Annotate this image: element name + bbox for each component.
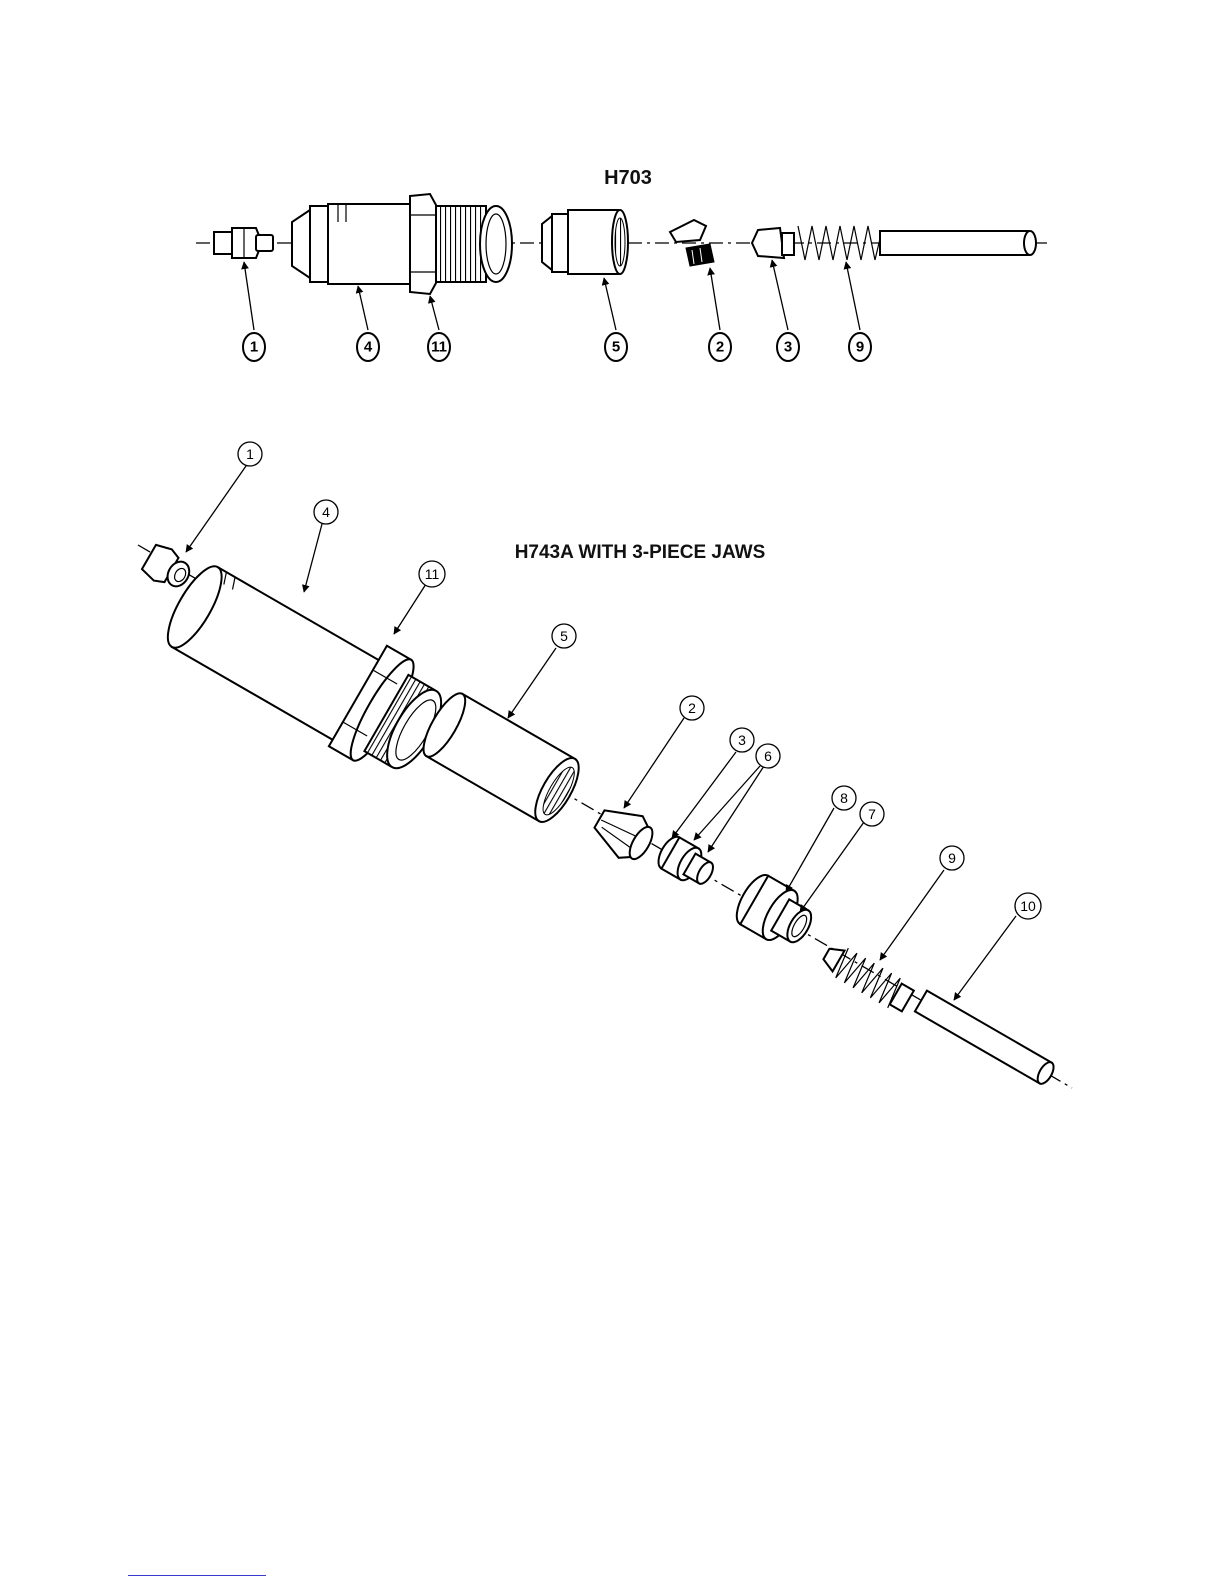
part-2-jaws (587, 798, 659, 868)
callout-3: 3 (777, 333, 799, 361)
callout-7: 7 (860, 802, 884, 826)
part-4-thread (436, 206, 512, 282)
svg-text:3: 3 (738, 732, 746, 748)
part-3-pusher (654, 833, 720, 892)
callout-1: 1 (238, 442, 262, 466)
callout-10: 10 (1015, 893, 1041, 919)
part-5-sleeve (416, 688, 587, 828)
callout-6: 6 (756, 744, 780, 768)
callout-3: 3 (730, 728, 754, 752)
svg-text:1: 1 (250, 339, 258, 356)
part-8-collar (730, 870, 821, 955)
callout-4: 4 (357, 333, 379, 361)
svg-text:11: 11 (425, 566, 440, 582)
svg-text:4: 4 (322, 504, 330, 520)
callout-8: 8 (832, 786, 856, 810)
svg-text:10: 10 (1020, 898, 1036, 914)
svg-text:5: 5 (560, 628, 568, 644)
svg-text:1: 1 (246, 446, 254, 462)
svg-text:6: 6 (764, 748, 772, 764)
svg-text:11: 11 (431, 339, 447, 356)
callout-1: 1 (243, 333, 265, 361)
part-9-spring (818, 940, 915, 1015)
callout-5: 5 (605, 333, 627, 361)
part-4-housing (292, 204, 410, 284)
figure-title-h703: H703 (604, 167, 652, 189)
callout-4: 4 (314, 500, 338, 524)
part-10-rod (915, 991, 1057, 1087)
callout-9: 9 (849, 333, 871, 361)
svg-text:5: 5 (612, 339, 620, 356)
callout-2: 2 (680, 696, 704, 720)
callout-9: 9 (940, 846, 964, 870)
svg-text:9: 9 (948, 850, 956, 866)
figure-h703: H703 (196, 167, 1052, 361)
figure-h743a: H743A WITH 3-PIECE JAWS (138, 442, 1072, 1088)
part-rod (880, 231, 1036, 255)
part-5-sleeve (542, 210, 628, 274)
callout-5: 5 (552, 624, 576, 648)
svg-text:7: 7 (868, 806, 876, 822)
part-11-hex-nut (410, 194, 436, 294)
svg-text:9: 9 (856, 339, 864, 356)
svg-text:2: 2 (688, 700, 696, 716)
footer-link-underline (128, 1575, 266, 1576)
callout-11: 11 (428, 333, 450, 361)
callout-11: 11 (419, 561, 445, 587)
svg-text:3: 3 (784, 339, 792, 356)
svg-text:4: 4 (364, 339, 373, 356)
part-1-nut (214, 228, 273, 258)
svg-text:8: 8 (840, 790, 848, 806)
part-3-pusher (752, 228, 794, 258)
figure-title-h743a: H743A WITH 3-PIECE JAWS (515, 542, 766, 563)
svg-text:2: 2 (716, 339, 724, 356)
callout-2: 2 (709, 333, 731, 361)
